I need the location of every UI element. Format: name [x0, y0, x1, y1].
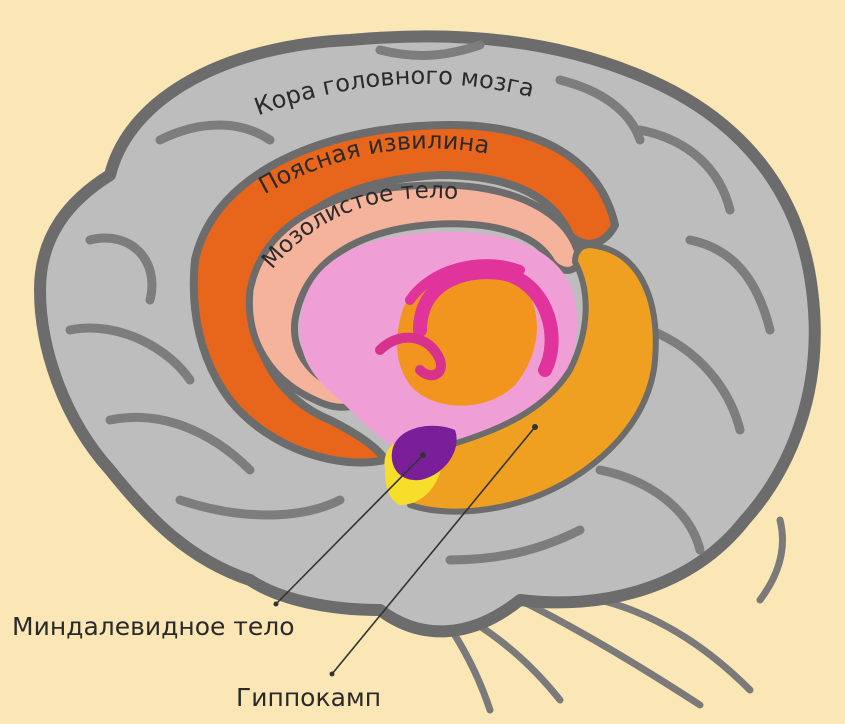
amygdala-label: Миндалевидное тело [12, 612, 295, 641]
hippocampus-pointer-end [330, 672, 335, 677]
hippocampus-pointer-dot [532, 424, 538, 430]
amygdala-pointer-dot [420, 452, 426, 458]
hippocampus-label: Гиппокамп [236, 683, 381, 712]
amygdala-pointer-end [274, 602, 279, 607]
